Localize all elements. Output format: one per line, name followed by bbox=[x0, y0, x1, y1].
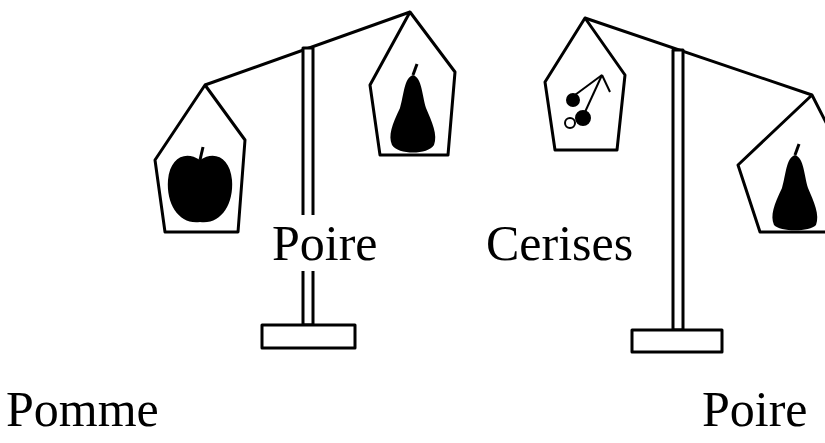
fruit-label-text: Poire bbox=[702, 381, 808, 437]
balance-pan bbox=[370, 12, 455, 155]
fruit-label: Pomme bbox=[6, 384, 159, 434]
balance-pan bbox=[545, 18, 625, 150]
fruit-label: Poire bbox=[702, 384, 808, 434]
fruit-label-text: Pomme bbox=[6, 381, 159, 437]
cherries-icon bbox=[565, 75, 610, 128]
pear-icon bbox=[772, 144, 817, 230]
fruit-label-text: Cerises bbox=[486, 215, 633, 271]
apple-icon bbox=[168, 147, 232, 222]
fruit-label: Cerises bbox=[486, 218, 633, 268]
balance-post bbox=[303, 48, 313, 325]
balance-post bbox=[673, 50, 683, 330]
balance-pan bbox=[738, 95, 825, 232]
balance-pan bbox=[155, 85, 245, 232]
fruit-label: Poire bbox=[272, 218, 378, 268]
balance-base bbox=[632, 330, 722, 352]
balance-beam bbox=[585, 18, 812, 95]
pear-icon bbox=[390, 64, 435, 153]
fruit-label-text: Poire bbox=[272, 215, 378, 271]
balance-base bbox=[262, 325, 355, 348]
